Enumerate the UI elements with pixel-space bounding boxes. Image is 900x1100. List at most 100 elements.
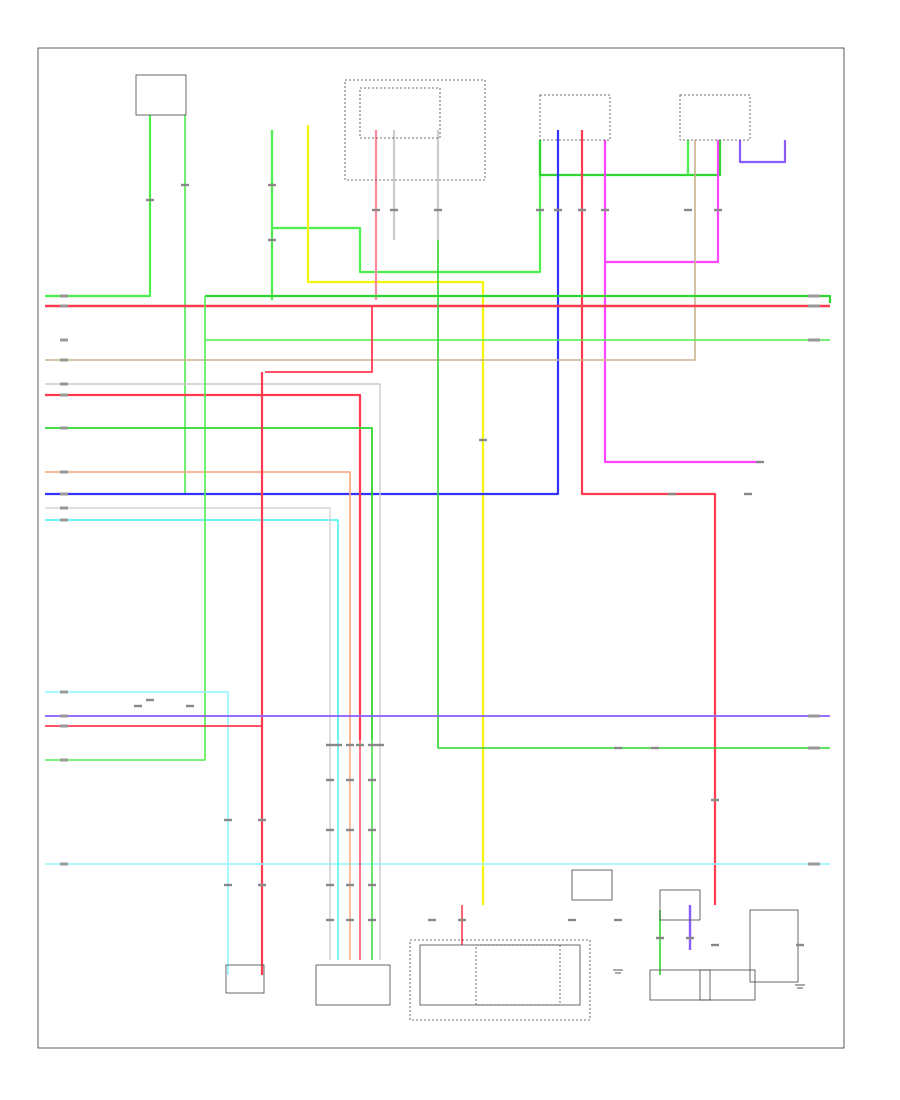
wire-tag <box>146 698 154 702</box>
wire-violet-box <box>738 140 787 164</box>
wire-tag <box>346 918 354 922</box>
micro-labels <box>60 183 820 989</box>
right-terminal <box>808 338 820 342</box>
wire-tag <box>334 743 342 747</box>
wire-tag <box>554 208 562 212</box>
wire-tag <box>744 492 752 496</box>
bus-green-1 <box>205 294 832 303</box>
wire-tag <box>578 208 586 212</box>
wire-tag <box>656 936 664 940</box>
wire-yellow-main <box>306 125 485 905</box>
bus-green-3 <box>45 427 373 740</box>
wire-tag <box>756 460 764 464</box>
component-lower-1 <box>225 964 265 994</box>
component-lower-7 <box>649 969 711 1001</box>
wire-blue-top <box>45 130 560 496</box>
wire-tag <box>186 704 194 708</box>
component-lower-8 <box>699 969 756 1001</box>
wire-tag <box>368 778 376 782</box>
wire-tag <box>326 778 334 782</box>
wire-tag <box>356 743 364 747</box>
wire-tag <box>651 746 659 750</box>
component-lower-10 <box>475 944 561 1006</box>
left-terminal <box>60 393 68 397</box>
wire-tag <box>326 883 334 887</box>
component-relay-3 <box>679 94 751 141</box>
wire-tag <box>796 943 804 947</box>
left-terminal <box>60 518 68 522</box>
wire-tag <box>428 918 436 922</box>
component-relay-1 <box>359 87 441 139</box>
wire-tag <box>258 883 266 887</box>
left-terminal <box>60 382 68 386</box>
component-lower-5 <box>571 869 613 901</box>
right-terminal <box>808 714 820 718</box>
wire-tag <box>368 828 376 832</box>
component-lower-9 <box>749 909 799 983</box>
bus-orange <box>45 471 351 740</box>
wire-green-right-top <box>538 140 722 177</box>
bus-red-2 <box>45 393 362 740</box>
wire-tag <box>326 828 334 832</box>
wire-tag <box>346 778 354 782</box>
wire-red-down <box>580 130 717 905</box>
wire-tag <box>326 743 334 747</box>
wire-tag <box>668 492 676 496</box>
left-terminal <box>60 358 68 362</box>
component-top-left <box>135 74 187 116</box>
left-terminal <box>60 492 68 496</box>
wire-tag <box>368 743 376 747</box>
bus-green-long <box>45 296 206 761</box>
wire-top-left-green-1 <box>45 115 152 298</box>
wire-tag <box>268 238 276 242</box>
right-terminal <box>808 304 820 308</box>
wire-tag <box>372 208 380 212</box>
wire-tag <box>224 818 232 822</box>
wire-magenta <box>603 140 760 464</box>
wire-tag <box>434 208 442 212</box>
wire-tag <box>326 918 334 922</box>
wire-tag <box>711 943 719 947</box>
component-boxes <box>135 74 799 1021</box>
wire-tag <box>376 743 384 747</box>
wire-tag <box>368 918 376 922</box>
bus-cyan-2 <box>45 691 229 975</box>
right-terminal <box>808 862 820 866</box>
component-lower-3 <box>409 939 591 1021</box>
left-terminal <box>60 426 68 430</box>
left-terminal <box>60 714 68 718</box>
right-terminal <box>808 294 820 298</box>
wire-tag <box>601 208 609 212</box>
bus-grey-2 <box>45 507 331 740</box>
wire-tag <box>568 918 576 922</box>
left-terminal <box>60 724 68 728</box>
wire-tag <box>134 704 142 708</box>
wire-tag <box>684 208 692 212</box>
wire-tag <box>536 208 544 212</box>
left-terminal <box>60 758 68 762</box>
left-terminal <box>60 470 68 474</box>
wire-tag <box>368 883 376 887</box>
wire-tag <box>614 746 622 750</box>
wire-tag <box>711 798 719 802</box>
left-terminal <box>60 338 68 342</box>
wire-tag <box>614 918 622 922</box>
wire-tag <box>146 198 154 202</box>
wire-tag <box>268 183 276 187</box>
bus-grey-1 <box>45 383 381 740</box>
wire-tan-top <box>45 140 696 361</box>
wire-tag <box>390 208 398 212</box>
left-terminal <box>60 304 68 308</box>
bus-red-lower <box>265 306 373 373</box>
wire-tag <box>258 818 266 822</box>
wire-tag <box>458 918 466 922</box>
left-terminal <box>60 294 68 298</box>
left-terminal <box>60 862 68 866</box>
wire-tag <box>479 438 487 442</box>
wire-magenta-2 <box>605 140 720 264</box>
wire-tag <box>346 883 354 887</box>
wire-tag <box>346 828 354 832</box>
wire-tag <box>714 208 722 212</box>
component-lower-2 <box>315 964 391 1006</box>
